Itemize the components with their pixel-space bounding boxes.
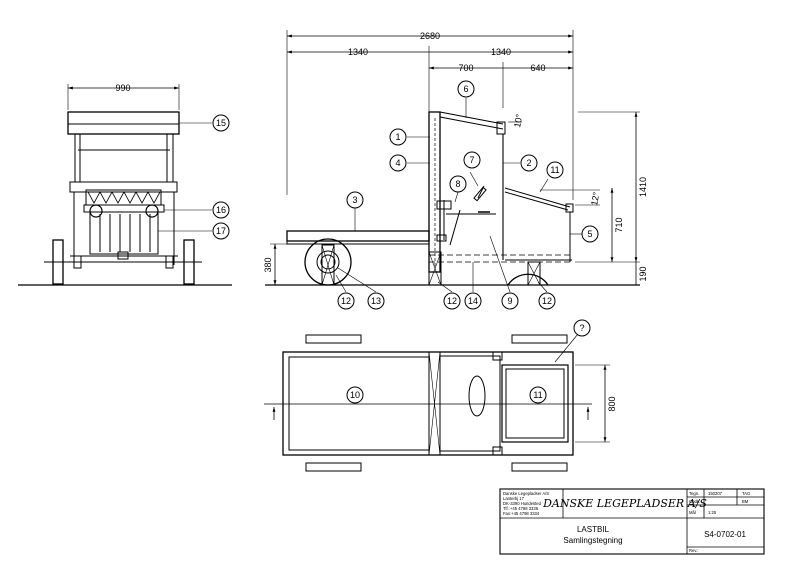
callout-labels: 15 16 17 6 1 4 3 7 8 2 11 5 12 13 12 14 …	[216, 84, 593, 400]
callout-15: 15	[216, 118, 226, 128]
scale-label: Mål	[689, 510, 696, 515]
side-view	[265, 30, 640, 310]
callout-9: 9	[507, 296, 512, 306]
dim-rear-part: 640	[530, 63, 545, 73]
callout-6: 6	[463, 84, 468, 94]
plan-view	[264, 319, 610, 472]
callout-2: 2	[526, 158, 531, 168]
company-line-2: Lanterbj 17	[503, 496, 525, 501]
dim-hood-angle: 12°	[589, 191, 601, 207]
callout-12-rear: 12	[341, 296, 351, 306]
scale-value: 1:25	[708, 510, 717, 515]
title-block-text: Danske Legepladser A/S Lanterbj 17 DK-33…	[503, 491, 750, 553]
rev-label: Rev.:	[689, 548, 698, 553]
company-line-4: Tlf.:+45 4798 3336	[503, 506, 539, 511]
company-line-3: DK-3390 Hundested	[503, 501, 542, 506]
dim-total-length: 2680	[420, 31, 440, 41]
callout-12-mid: 12	[447, 296, 457, 306]
dim-front-width: 990	[115, 83, 130, 93]
callout-11-side: 11	[550, 165, 559, 175]
tegn-by: TAG	[742, 491, 750, 496]
dim-ground-clearance: 190	[638, 266, 648, 281]
tegn-label: Tegn.	[689, 491, 699, 496]
front-view	[18, 84, 232, 286]
callout-1: 1	[395, 132, 400, 142]
title-block	[499, 488, 765, 555]
drawing-number: S4-0702-01	[704, 530, 746, 539]
callout-8: 8	[455, 179, 460, 189]
godk-by: BM	[742, 499, 749, 504]
dim-wheel-height: 380	[263, 257, 273, 272]
dim-plan-width: 800	[607, 396, 617, 411]
godk-label: Godk.	[689, 499, 700, 504]
dim-right-part: 1340	[491, 47, 511, 57]
dim-left-part: 1340	[348, 47, 368, 57]
callout-5: 5	[587, 229, 592, 239]
callout-17: 17	[216, 226, 226, 236]
callout-12-front: 12	[542, 296, 552, 306]
callout-14: 14	[468, 296, 478, 306]
callout-16: 16	[216, 205, 226, 215]
dim-cab-depth: 700	[458, 63, 473, 73]
company-line-5: Fax:+45 4798 3334	[503, 511, 540, 516]
dim-box-height: 710	[614, 217, 624, 232]
dim-roof-angle: 10°	[512, 113, 524, 129]
callout-7: 7	[469, 155, 474, 165]
company-name: DANSKE LEGEPLADSER A/S	[542, 497, 707, 510]
company-line-1: Danske Legepladser A/S	[503, 491, 549, 496]
callout-10: 10	[350, 390, 360, 400]
callout-13: 13	[371, 296, 381, 306]
drawing-type: Samlingstegning	[563, 536, 622, 545]
callout-unknown: ?	[579, 323, 584, 333]
dim-total-height: 1410	[638, 177, 648, 197]
product-name: LASTBIL	[577, 525, 610, 534]
callout-4: 4	[395, 158, 400, 168]
tegn-value: 150207	[708, 491, 723, 496]
callout-3: 3	[352, 195, 357, 205]
dimension-labels: 990 2680 1340 1340 700 640 10° 12° 1410 …	[115, 31, 648, 412]
callout-11-plan: 11	[533, 390, 542, 400]
